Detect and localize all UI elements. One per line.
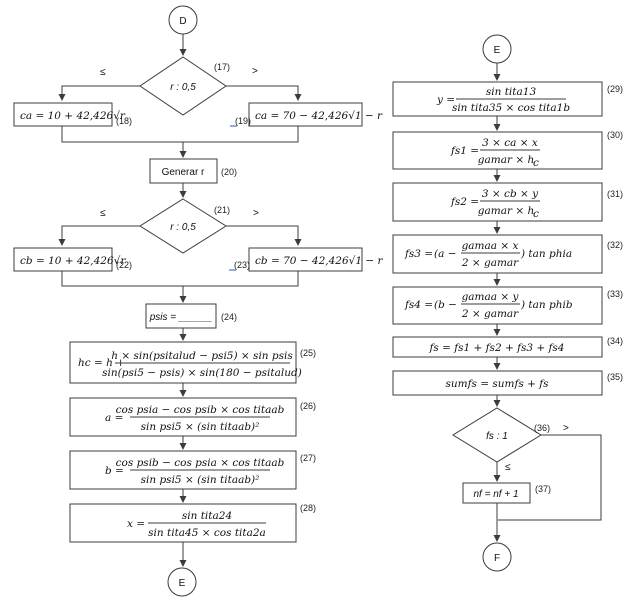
step-number-18: (18) xyxy=(116,116,132,126)
process-35 xyxy=(392,370,603,396)
process-25-den: sin(psi5 − psis) × sin(180 − psitalud) xyxy=(102,367,302,379)
step-number-26: (26) xyxy=(300,401,316,411)
process-28-num: sin tita24 xyxy=(182,510,232,522)
process-30-den: gamar × h xyxy=(478,154,534,166)
process-35-text: sumfs = sumfs + fs xyxy=(446,378,550,390)
process-26-den: sin psi5 × (sin titaab)² xyxy=(141,421,260,433)
connector-e-bottom xyxy=(167,567,197,597)
branch-le-17: ≤ xyxy=(100,67,106,78)
process-27-den: sin psi5 × (sin titaab)² xyxy=(141,474,260,486)
process-19-text: ca = 70 − 42,426√1 − r xyxy=(255,110,383,122)
process-22 xyxy=(13,247,113,272)
process-23 xyxy=(248,247,363,272)
process-27-num: cos psib − cos psia × cos titaab xyxy=(116,457,285,469)
step-number-37: (37) xyxy=(535,484,551,494)
branch-gt-36: > xyxy=(563,423,569,434)
process-29-lhs: y = xyxy=(436,94,455,106)
process-32-close: ) tan phia xyxy=(520,248,572,260)
step-number-30: (30) xyxy=(607,130,623,140)
decision-17 xyxy=(139,56,227,116)
process-28-lhs: x = xyxy=(127,518,145,530)
edge-21-right xyxy=(226,225,302,246)
process-33-den: 2 × gamar xyxy=(461,308,519,320)
connector-e-bottom-label: E xyxy=(179,578,186,589)
process-19 xyxy=(248,102,363,127)
step-number-31: (31) xyxy=(607,189,623,199)
edge-17-right xyxy=(226,85,302,101)
edge-merge-18-19 xyxy=(61,126,299,143)
process-24 xyxy=(145,303,217,329)
process-28-den: sin tita45 × cos tita2a xyxy=(148,527,266,539)
process-32 xyxy=(392,234,603,274)
process-32-num: gamaa × x xyxy=(462,240,519,252)
edge-merge-22-23 xyxy=(61,271,299,287)
process-24-text: psis = ______ xyxy=(149,312,213,323)
step-number-25: (25) xyxy=(300,348,316,358)
step-number-27: (27) xyxy=(300,453,316,463)
decision-21-label: r : 0,5 xyxy=(170,222,196,233)
process-31-lhs: fs2 = xyxy=(450,196,479,208)
process-31-den-sub: c xyxy=(533,208,539,220)
step-number-22: (22) xyxy=(116,260,132,270)
step-number-20: (20) xyxy=(221,167,237,177)
step-number-23: (23) xyxy=(234,260,250,270)
step-number-35: (35) xyxy=(607,372,623,382)
process-33-lhs: fs4 = xyxy=(404,299,433,311)
step-number-29: (29) xyxy=(607,84,623,94)
process-32-open: (a − xyxy=(434,248,457,260)
process-34-text: fs = fs1 + fs2 + fs3 + fs4 xyxy=(429,342,565,354)
process-18-text: ca = 10 + 42,426√r xyxy=(20,110,126,122)
process-32-den: 2 × gamar xyxy=(461,257,519,269)
process-23-text: cb = 70 − 42,426√1 − r xyxy=(255,255,383,267)
process-32-lhs: fs3 = xyxy=(404,248,433,260)
edge-36-right-bypass xyxy=(498,434,602,521)
decision-17-label: r : 0,5 xyxy=(170,82,196,93)
process-26-lhs: a = xyxy=(105,412,123,424)
step-number-36: (36) xyxy=(534,423,550,433)
process-37-text: nf = nf + 1 xyxy=(473,489,518,500)
connector-d-label: D xyxy=(179,16,186,27)
process-25-num: h × sin(psitalud − psi5) × sin psis xyxy=(111,350,293,362)
process-25-lhs: hc = h + xyxy=(78,357,125,369)
branch-le-36: ≤ xyxy=(505,462,511,473)
process-27-lhs: b = xyxy=(105,465,124,477)
process-29-den: sin tita35 × cos tita1b xyxy=(452,102,570,114)
step-number-19: (19) xyxy=(235,116,251,126)
process-30-den-sub: c xyxy=(533,157,539,169)
process-29-num: sin tita13 xyxy=(486,86,537,98)
process-33-close: ) tan phib xyxy=(520,299,573,311)
connector-f-label: F xyxy=(494,553,500,564)
process-30-lhs: fs1 = xyxy=(450,145,479,157)
step-number-33: (33) xyxy=(607,289,623,299)
connector-e-top-label: E xyxy=(494,45,501,56)
step-number-21: (21) xyxy=(214,205,230,215)
branch-le-21: ≤ xyxy=(100,208,106,219)
process-20-text: Generar r xyxy=(162,167,205,178)
edge-17-left xyxy=(58,85,140,101)
connector-f xyxy=(482,542,512,572)
step-number-28: (28) xyxy=(300,503,316,513)
process-26-num: cos psia − cos psib × cos titaab xyxy=(116,404,285,416)
decision-21 xyxy=(139,198,227,254)
step-number-34: (34) xyxy=(607,336,623,346)
process-31-den: gamar × h xyxy=(478,205,534,217)
edge-21-left xyxy=(58,225,140,246)
step-number-32: (32) xyxy=(607,240,623,250)
step-number-17: (17) xyxy=(214,62,230,72)
branch-gt-17: > xyxy=(252,66,258,77)
process-33-num: gamaa × y xyxy=(462,291,520,303)
process-20 xyxy=(149,158,218,184)
step-number-24: (24) xyxy=(221,312,237,322)
process-31-num: 3 × cb × y xyxy=(482,188,539,200)
process-33-open: (b − xyxy=(434,299,457,311)
branch-gt-21: > xyxy=(253,208,259,219)
process-22-text: cb = 10 + 42,426√r xyxy=(20,255,126,267)
decision-36-label: fs : 1 xyxy=(486,431,508,442)
process-18 xyxy=(13,102,113,127)
process-30-num: 3 × ca × x xyxy=(482,137,538,149)
